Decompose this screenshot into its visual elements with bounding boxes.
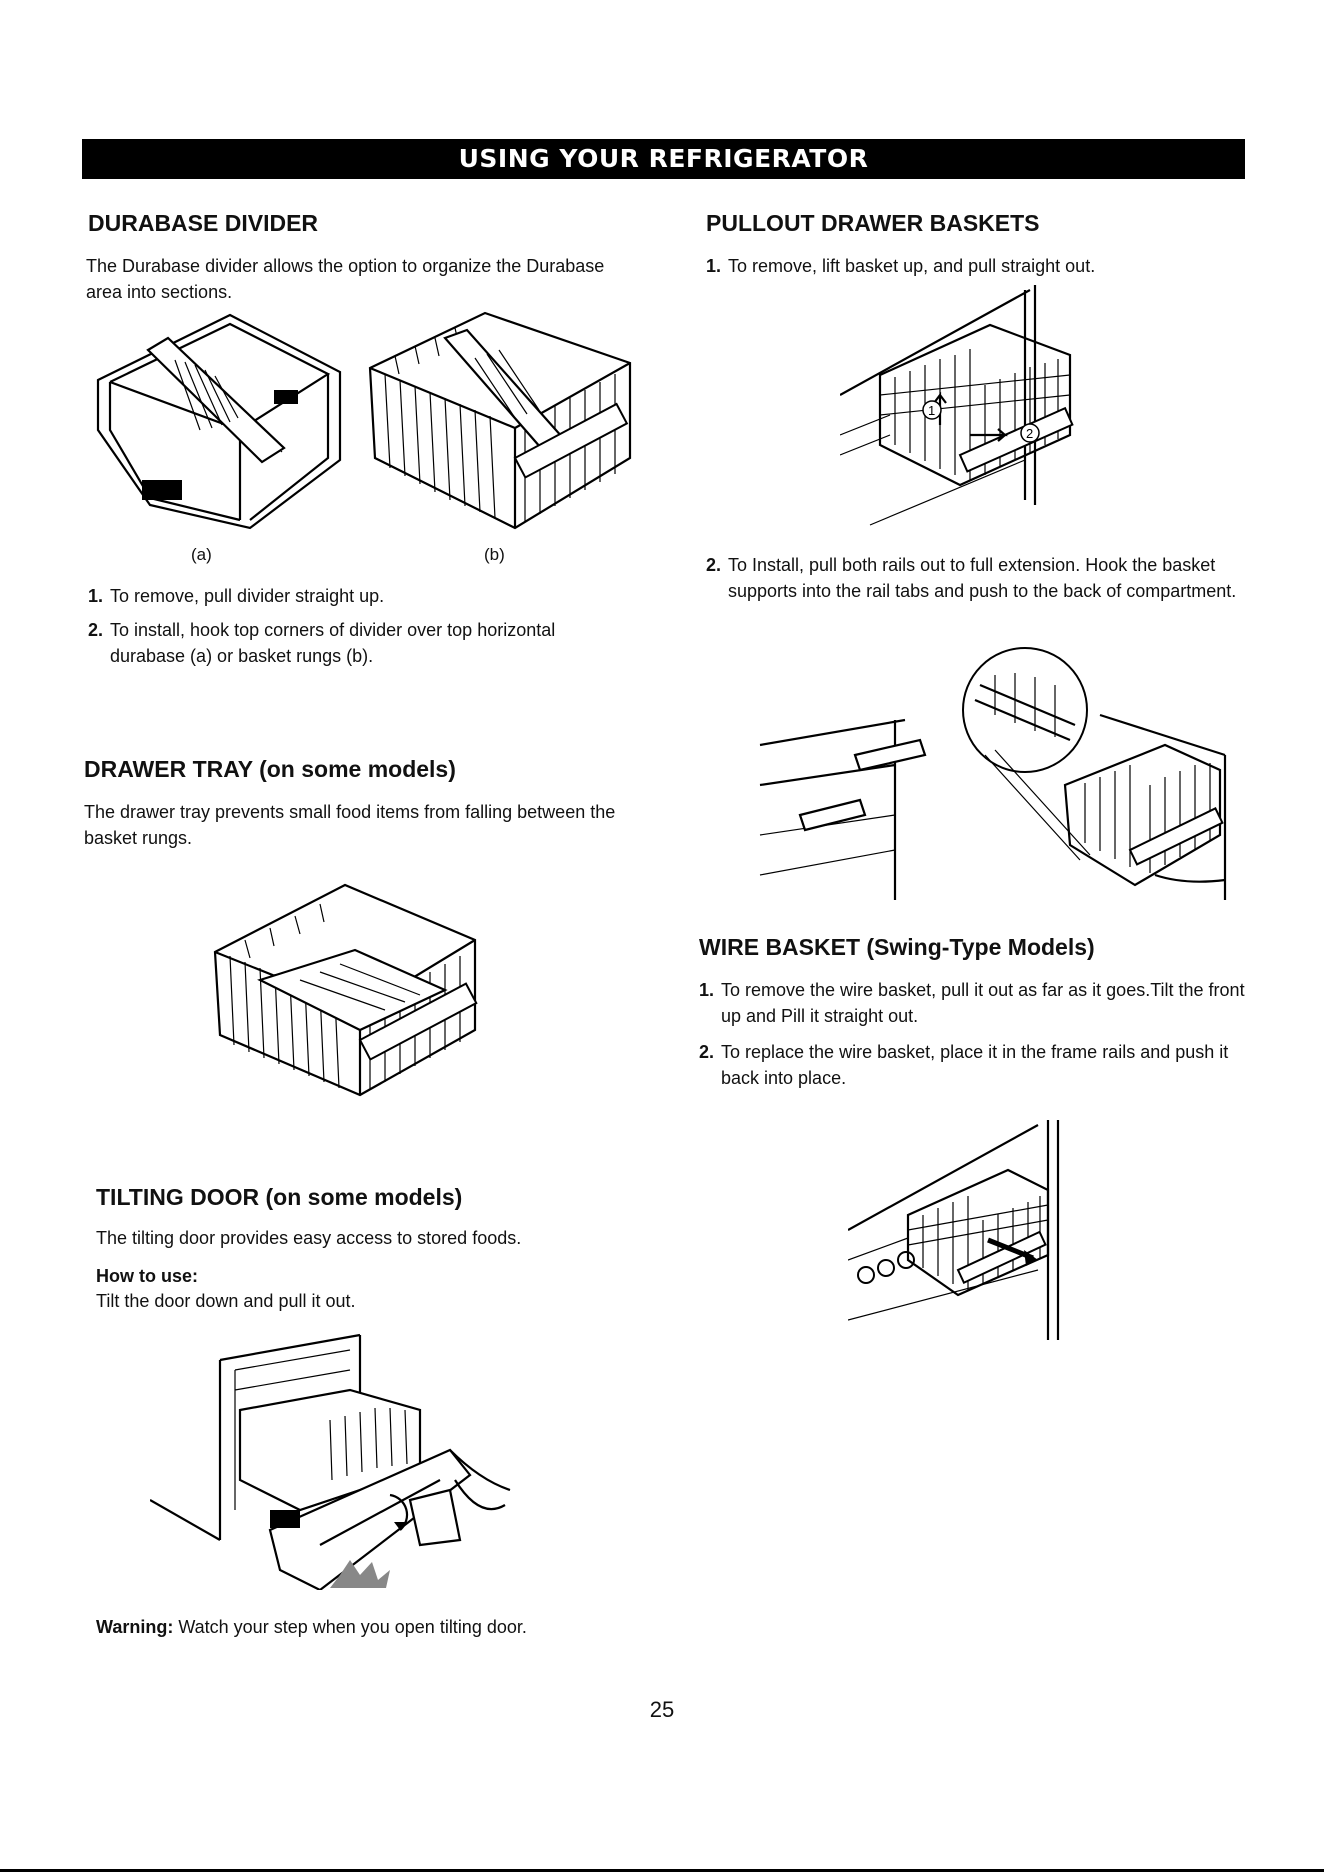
pullout-basket-remove-illustration: 1 2 — [840, 285, 1074, 526]
durabase-title: DURABASE DIVIDER — [88, 210, 319, 236]
label-a: (a) — [191, 545, 212, 564]
callout-2: 2 — [1026, 426, 1033, 441]
durabase-bin-illustration — [96, 313, 342, 530]
label-b: (b) — [484, 545, 505, 564]
drawer-tray-basket-illustration — [213, 883, 478, 1097]
section-banner: USING YOUR REFRIGERATOR — [82, 139, 1245, 179]
warning-label: Warning: — [96, 1617, 174, 1637]
pullout-steps-1: 1.To remove, lift basket up, and pull st… — [706, 253, 1266, 279]
drawer-tray-title: DRAWER TRAY (on some models) — [84, 756, 456, 782]
pullout-step-2: 2.To Install, pull both rails out to ful… — [706, 555, 1237, 601]
banner-title: USING YOUR REFRIGERATOR — [458, 144, 869, 173]
page-number: 25 — [649, 1697, 675, 1722]
wire-basket-title: WIRE BASKET (Swing-Type Models) — [699, 934, 1095, 960]
tilting-door-illustration — [150, 1333, 511, 1590]
pullout-basket-install-illustration — [759, 647, 1227, 900]
wire-basket-divider-illustration — [368, 311, 632, 530]
pullout-steps-2: 2.To Install, pull both rails out to ful… — [706, 552, 1266, 604]
drawer-tray-intro: The drawer tray prevents small food item… — [84, 802, 616, 848]
swing-wire-basket-illustration — [848, 1120, 1060, 1340]
durabase-step-1: 1.To remove, pull divider straight up. — [88, 586, 385, 606]
durabase-step-2: 2.To install, hook top corners of divide… — [88, 620, 556, 666]
warning-text: Watch your step when you open tilting do… — [173, 1617, 527, 1637]
tilting-door-intro: The tilting door provides easy access to… — [96, 1228, 522, 1248]
callout-1: 1 — [928, 403, 935, 418]
howto-label: How to use: — [96, 1266, 198, 1286]
tilting-door-title: TILTING DOOR (on some models) — [96, 1184, 463, 1210]
durabase-steps: 1.To remove, pull divider straight up. 2… — [88, 583, 608, 669]
durabase-intro: The Durabase divider allows the option t… — [86, 256, 605, 302]
howto-text: Tilt the door down and pull it out. — [96, 1291, 356, 1311]
warning-note: Warning: Watch your step when you open t… — [96, 1614, 696, 1640]
wire-basket-step-1: 1.To remove the wire basket, pull it out… — [699, 980, 1245, 1026]
pullout-step-1: 1.To remove, lift basket up, and pull st… — [706, 256, 1096, 276]
bottom-border — [0, 1869, 1324, 1872]
pullout-title: PULLOUT DRAWER BASKETS — [706, 210, 1040, 236]
wire-basket-step-2: 2.To replace the wire basket, place it i… — [699, 1042, 1229, 1088]
wire-basket-steps: 1.To remove the wire basket, pull it out… — [699, 977, 1269, 1091]
